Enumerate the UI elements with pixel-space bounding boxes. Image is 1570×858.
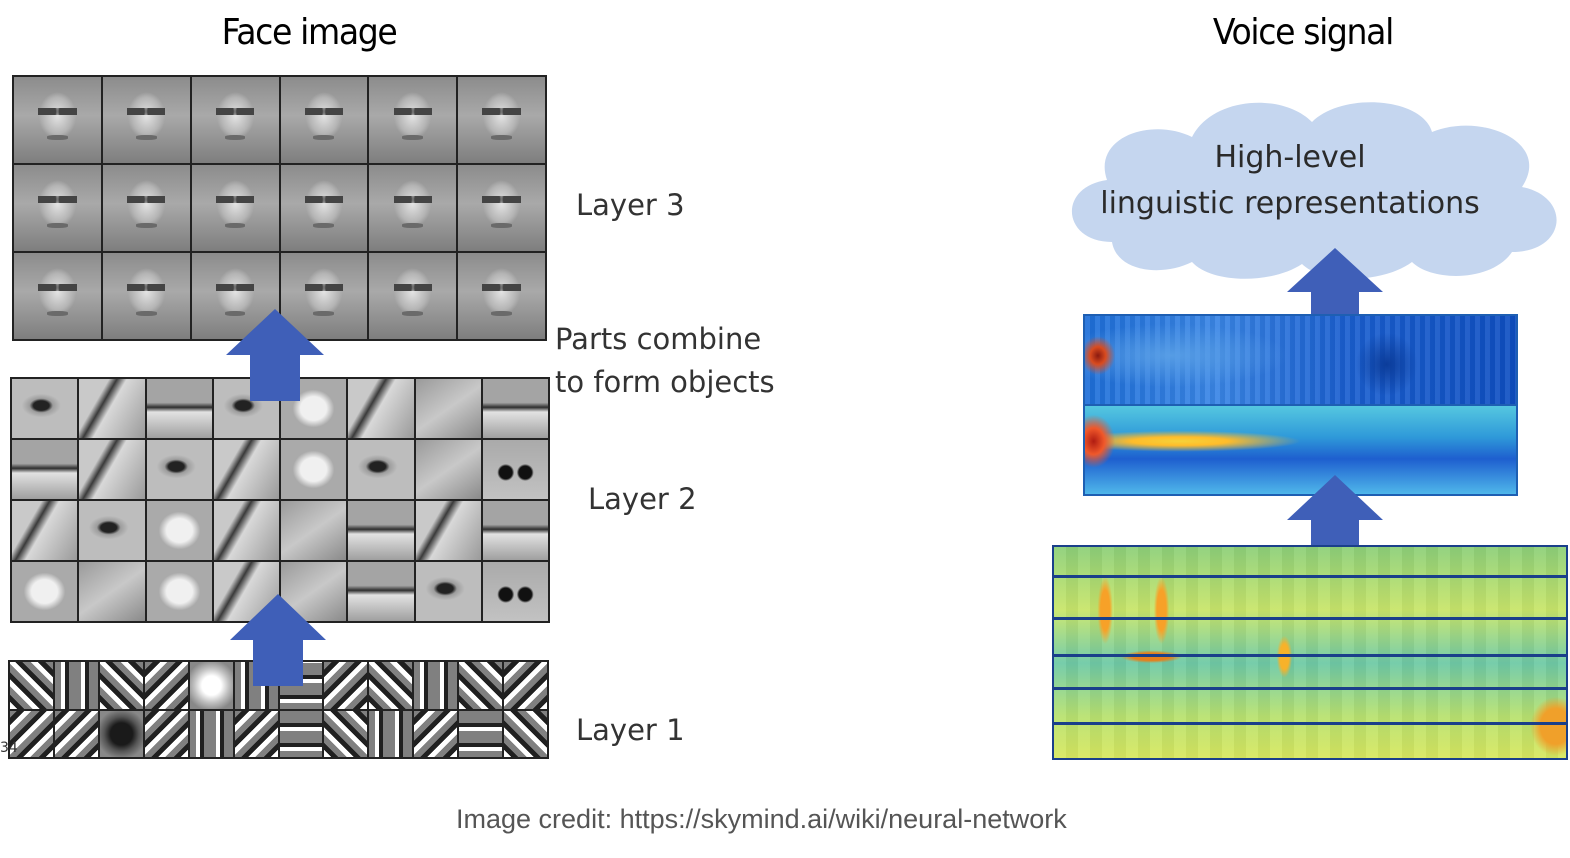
image-credit-caption: Image credit: https://skymind.ai/wiki/ne… (456, 804, 1067, 834)
part-tile (348, 379, 414, 438)
face-tile (280, 77, 368, 163)
edge-tile (324, 710, 368, 757)
edge-tile (144, 710, 188, 757)
face-tile (14, 165, 101, 251)
edge-tile (10, 662, 53, 709)
spectrogram-divider (1054, 575, 1566, 578)
face-tile (102, 253, 190, 339)
face-tile (369, 165, 457, 251)
cloud-text-line1: High-level (1214, 140, 1366, 175)
face-tile (14, 77, 101, 163)
face-tile (14, 253, 101, 339)
edge-tile (99, 662, 143, 709)
edge-tile (369, 710, 413, 757)
face-tile (369, 253, 457, 339)
face-tile (280, 165, 368, 251)
part-tile (482, 440, 548, 499)
part-tile (146, 379, 212, 438)
edge-tile (144, 662, 188, 709)
layer3-face-grid (12, 75, 547, 341)
edge-tile (504, 710, 547, 757)
edge-tile (54, 710, 98, 757)
part-tile (12, 501, 78, 560)
layer3-label: Layer 3 (576, 188, 685, 222)
layer2-parts-grid (10, 377, 550, 623)
part-tile (482, 501, 548, 560)
edge-tile (459, 710, 503, 757)
spectrogram-mid (1083, 404, 1518, 496)
arrow-up-icon (230, 594, 326, 686)
edge-tile (414, 662, 458, 709)
layer1-label: Layer 1 (576, 713, 685, 747)
spectrogram-raw (1052, 545, 1568, 760)
spectrogram-divider (1054, 617, 1566, 620)
part-tile (12, 562, 78, 621)
edge-tile (504, 662, 547, 709)
part-tile (12, 379, 78, 438)
edge-tile (459, 662, 503, 709)
face-tile (280, 253, 368, 339)
edge-tile (54, 662, 98, 709)
spectrogram-high (1083, 314, 1518, 406)
part-tile (146, 501, 212, 560)
part-tile (482, 562, 548, 621)
part-tile (79, 501, 145, 560)
edge-tile (189, 662, 233, 709)
edge-tile (414, 710, 458, 757)
arrow-up-icon (1287, 475, 1383, 565)
cloud-text-line2: linguistic representations (1100, 186, 1480, 221)
part-tile (79, 440, 145, 499)
part-tile (146, 562, 212, 621)
part-tile (79, 379, 145, 438)
part-tile (415, 501, 481, 560)
part-tile (213, 440, 279, 499)
part-tile (415, 379, 481, 438)
part-tile (348, 562, 414, 621)
face-tile (191, 77, 279, 163)
part-tile (281, 501, 347, 560)
layer2-label: Layer 2 (588, 482, 697, 516)
arrow-up-icon (226, 309, 324, 401)
part-tile (415, 440, 481, 499)
edge-tile (279, 710, 323, 757)
combine-label-line1: Parts combine (555, 322, 762, 356)
part-tile (482, 379, 548, 438)
edge-tile (324, 662, 368, 709)
face-tile (458, 77, 545, 163)
edge-tile (189, 710, 233, 757)
face-tile (191, 253, 279, 339)
part-tile (79, 562, 145, 621)
corner-mark: 34 (0, 740, 18, 756)
edge-tile (234, 710, 278, 757)
spectrogram-divider (1054, 722, 1566, 725)
part-tile (281, 440, 347, 499)
face-tile (102, 165, 190, 251)
face-tile (458, 253, 545, 339)
edge-tile (99, 710, 143, 757)
part-tile (12, 440, 78, 499)
edge-tile (10, 710, 53, 757)
cloud-shape (1071, 102, 1557, 279)
part-tile (146, 440, 212, 499)
face-tile (102, 77, 190, 163)
face-image-title: Face image (221, 12, 398, 53)
part-tile (348, 440, 414, 499)
part-tile (213, 501, 279, 560)
layer1-edge-grid (8, 660, 549, 759)
part-tile (415, 562, 481, 621)
face-tile (458, 165, 545, 251)
voice-signal-title: Voice signal (1212, 12, 1394, 53)
spectrogram-divider (1054, 687, 1566, 690)
spectrogram-divider (1054, 654, 1566, 657)
face-tile (191, 165, 279, 251)
face-tile (369, 77, 457, 163)
combine-label-line2: to form objects (555, 365, 775, 399)
edge-tile (369, 662, 413, 709)
part-tile (348, 501, 414, 560)
